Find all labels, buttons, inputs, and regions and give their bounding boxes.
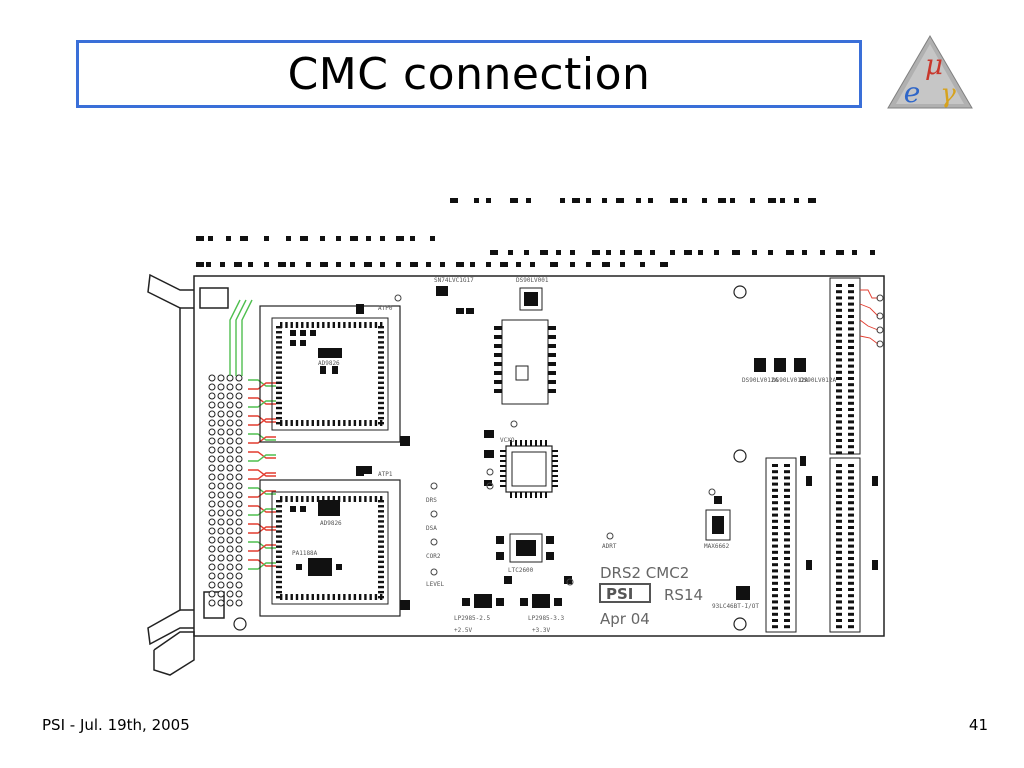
slide-number: 41 bbox=[968, 716, 988, 734]
test-points bbox=[394, 294, 716, 586]
label-sn74lvc1g17: SN74LVC1G17 bbox=[434, 277, 474, 284]
logo-icon: μ e γ bbox=[887, 35, 973, 109]
mounting-holes bbox=[233, 285, 747, 631]
label-ds90lv012a-2: DS90LV012A bbox=[772, 377, 809, 384]
top-pads bbox=[196, 198, 875, 267]
center-components bbox=[356, 286, 806, 610]
label-lp2985-25: LP2985-2.5 bbox=[454, 615, 491, 622]
connector-traces bbox=[229, 299, 276, 570]
adc-chip-lower: AD9826 PA1188A ATP1 bbox=[259, 471, 401, 617]
label-adrt: ADRT bbox=[602, 543, 617, 550]
footer-presenter-date: PSI - Jul. 19th, 2005 bbox=[42, 716, 190, 734]
label-ds90lv012a-3: DS90LV012A bbox=[800, 377, 837, 384]
right-connectors bbox=[765, 277, 884, 633]
board-revision: RS14 bbox=[664, 586, 703, 604]
logo-gamma: γ bbox=[940, 79, 956, 109]
adc-chip-upper: AD9826 ATP0 bbox=[259, 305, 401, 443]
label-level: LEVEL bbox=[426, 581, 444, 588]
label-93lc46: 93LC46BT-I/OT bbox=[712, 603, 759, 610]
label-ad9826-b: AD9826 bbox=[320, 520, 342, 527]
label-cor2: COR2 bbox=[426, 553, 441, 560]
psi-vendor-mark: PSI bbox=[606, 585, 633, 603]
logo-mu: μ bbox=[925, 48, 943, 81]
label-pa1188a: PA1188A bbox=[292, 550, 318, 557]
board-name: DRS2 CMC2 bbox=[600, 564, 689, 582]
label-atp0: ATP0 bbox=[378, 305, 393, 312]
label-ad9826: AD9826 bbox=[318, 360, 340, 367]
label-v33: +3.3V bbox=[532, 627, 550, 634]
pcb-layout-diagram: AD9826 ATP0 AD9826 PA1188A ATP1 bbox=[147, 198, 885, 676]
label-ltc2600: LTC2600 bbox=[508, 567, 534, 574]
label-vcxo: VCXO bbox=[500, 437, 515, 444]
silkscreen-labels: SN74LVC1G17 DS90LV001 DS90LV012A DS90LV0… bbox=[426, 277, 837, 634]
label-drs: DRS bbox=[426, 497, 437, 504]
label-lp2985-33: LP2985-3.3 bbox=[528, 615, 565, 622]
board-marking: DRS2 CMC2 PSI RS14 Apr 04 bbox=[599, 564, 703, 628]
psi-vendor-box bbox=[599, 583, 651, 603]
label-max6662: MAX6662 bbox=[704, 543, 730, 550]
slide-title: CMC connection bbox=[287, 48, 651, 100]
label-ds90lv012a-1: DS90LV012A bbox=[742, 377, 779, 384]
label-ds90lv001: DS90LV001 bbox=[516, 277, 549, 284]
label-v25: +2.5V bbox=[454, 627, 472, 634]
label-dsa: DSA bbox=[426, 525, 437, 532]
title-box: CMC connection bbox=[76, 40, 862, 108]
board-date: Apr 04 bbox=[600, 610, 650, 628]
logo-e: e bbox=[904, 76, 921, 109]
label-atp1: ATP1 bbox=[378, 471, 393, 478]
cmc-connector-pads bbox=[208, 374, 243, 607]
